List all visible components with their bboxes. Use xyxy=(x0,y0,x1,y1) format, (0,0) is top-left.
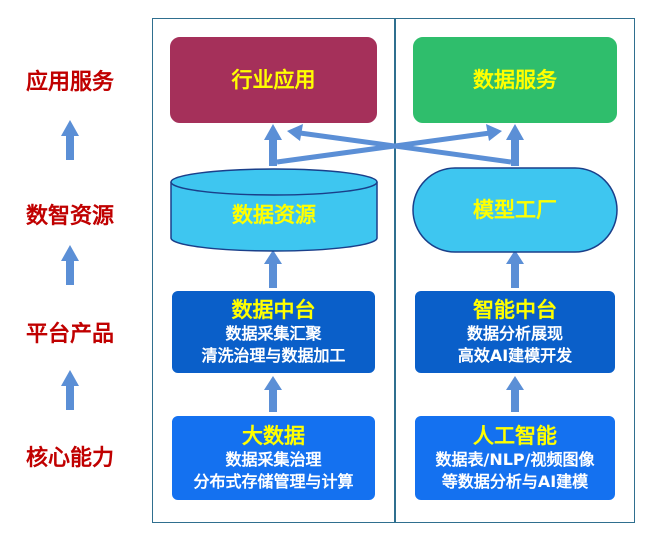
layer-label-resources: 数智资源 xyxy=(25,204,114,229)
arrow-model-to-services xyxy=(506,124,524,166)
right-panel xyxy=(394,18,635,523)
cross-arrow-to-industry-app xyxy=(287,124,512,165)
arrow-bigdata-to-platform xyxy=(264,376,282,412)
arrow-ai-to-ai-platform xyxy=(506,376,524,412)
side-arrow-2 xyxy=(61,245,79,285)
data-services-label: 数据服务 xyxy=(473,68,557,92)
ai-platform-line2: 高效AI建模开发 xyxy=(457,346,573,365)
big-data-box: 大数据 数据采集治理 分布式存储管理与计算 xyxy=(170,414,377,502)
data-resources-box: 数据资源 xyxy=(171,195,377,235)
industry-app-label: 行业应用 xyxy=(231,68,316,92)
ai-line2: 等数据分析与AI建模 xyxy=(441,472,589,491)
big-data-title: 大数据 xyxy=(242,424,305,448)
data-platform-box: 数据中台 数据采集汇聚 清洗治理与数据加工 xyxy=(170,289,377,375)
ai-platform-box: 智能中台 数据分析展现 高效AI建模开发 xyxy=(413,289,617,375)
ai-title: 人工智能 xyxy=(473,424,557,448)
layer-label-capabilities: 核心能力 xyxy=(25,446,114,471)
side-arrow-1 xyxy=(61,120,79,160)
big-data-line2: 分布式存储管理与计算 xyxy=(193,472,354,491)
arrow-ai-platform-to-model-factory xyxy=(506,250,524,288)
ai-box: 人工智能 数据表/NLP/视频图像 等数据分析与AI建模 xyxy=(413,414,617,502)
industry-app-box: 行业应用 xyxy=(170,37,377,123)
layer-label-products: 平台产品 xyxy=(25,322,114,347)
arrow-resources-to-industry xyxy=(264,124,282,166)
cross-arrow-to-data-services xyxy=(276,124,502,165)
data-platform-line2: 清洗治理与数据加工 xyxy=(201,346,346,365)
data-platform-line1: 数据采集汇聚 xyxy=(225,324,322,343)
side-arrow-3 xyxy=(61,370,79,410)
big-data-line1: 数据采集治理 xyxy=(225,450,322,469)
ai-platform-title: 智能中台 xyxy=(473,298,557,322)
data-platform-title: 数据中台 xyxy=(231,298,316,322)
data-services-box: 数据服务 xyxy=(413,37,617,123)
layer-label-application: 应用服务 xyxy=(25,70,114,95)
arrow-platform-to-resources xyxy=(264,250,282,288)
model-factory-shape xyxy=(412,167,618,253)
model-factory-label: 模型工厂 xyxy=(473,198,557,222)
model-factory-box: 模型工厂 xyxy=(413,190,617,230)
left-panel xyxy=(152,18,396,523)
data-resources-cylinder xyxy=(170,168,378,252)
ai-platform-line1: 数据分析展现 xyxy=(466,324,563,343)
ai-line1: 数据表/NLP/视频图像 xyxy=(435,450,595,469)
data-resources-label: 数据资源 xyxy=(232,203,316,227)
